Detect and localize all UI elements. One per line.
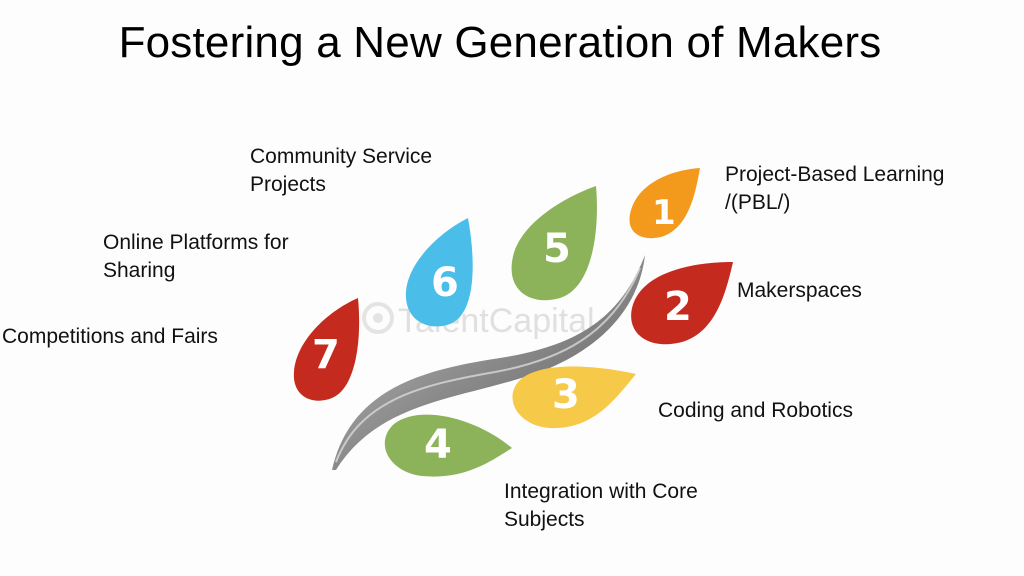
petal-3-number: 3: [552, 372, 580, 418]
petal-7-number: 7: [312, 332, 340, 378]
label-5-line-1: Community Service: [250, 145, 433, 168]
page-title: Fostering a New Generation of Makers: [118, 18, 882, 67]
petal-7: 7: [293, 298, 360, 401]
label-6: Online Platforms for Sharing: [103, 229, 289, 285]
petal-5-number: 5: [543, 226, 571, 272]
label-4-line-1: Integration with Core: [504, 480, 698, 503]
petal-1-number: 1: [652, 193, 676, 233]
label-1-line-2: /(PBL/): [725, 191, 791, 214]
petal-4-shape: [384, 414, 512, 477]
label-2: Makerspaces: [737, 277, 862, 305]
petal-2: 2: [631, 262, 733, 345]
petal-4: 4: [384, 414, 512, 477]
label-1-line-1: Project-Based Learning: [725, 163, 945, 186]
stem-shape: [332, 255, 645, 470]
label-3: Coding and Robotics: [658, 397, 853, 425]
label-3-line-1: Coding and Robotics: [658, 399, 853, 422]
watermark-logo: [362, 302, 394, 334]
petal-2-number: 2: [664, 284, 692, 330]
petal-5: 5: [511, 186, 597, 301]
petal-3-shape: [512, 366, 636, 429]
label-2-line-1: Makerspaces: [737, 279, 862, 302]
petal-4-number: 4: [424, 422, 452, 468]
label-1: Project-Based Learning /(PBL/): [725, 161, 944, 217]
label-4-line-2: Subjects: [504, 508, 585, 531]
petal-3: 3: [512, 366, 636, 429]
label-7-line-1: Competitions and Fairs: [2, 325, 218, 348]
petal-1: 1: [629, 168, 700, 239]
label-6-line-1: Online Platforms for: [103, 231, 289, 254]
label-5-line-2: Projects: [250, 173, 326, 196]
petal-1-shape: [629, 168, 700, 239]
stem-highlight: [335, 267, 641, 463]
label-7: Competitions and Fairs: [2, 323, 218, 351]
petal-6-number: 6: [431, 260, 459, 306]
petal-7-shape: [293, 298, 360, 401]
label-6-line-2: Sharing: [103, 259, 176, 282]
petal-5-shape: [511, 186, 597, 301]
label-4: Integration with Core Subjects: [504, 478, 698, 534]
label-5: Community Service Projects: [250, 143, 432, 199]
petal-6-shape: [405, 218, 473, 327]
petal-2-shape: [631, 262, 733, 345]
petal-6: 6: [405, 218, 473, 327]
